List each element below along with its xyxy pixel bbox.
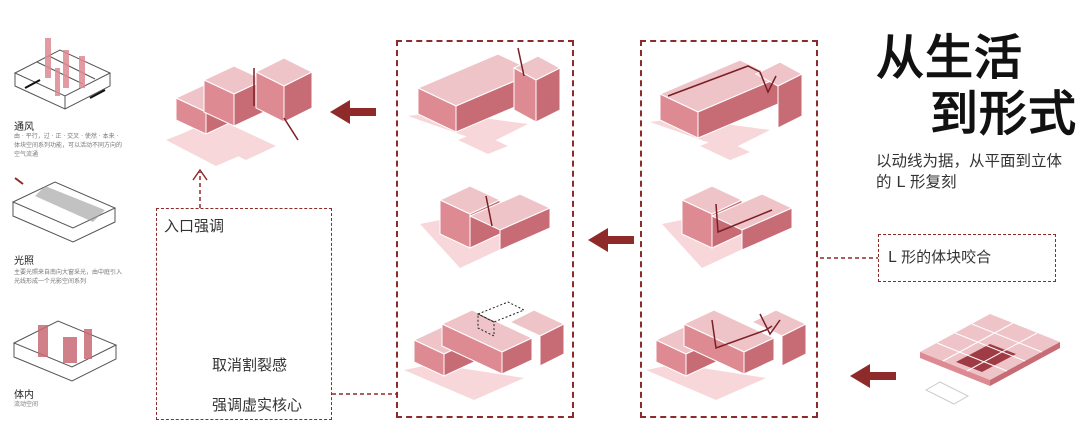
block-right-2 bbox=[662, 185, 794, 268]
sidebar-item-title: 光照 bbox=[14, 256, 34, 267]
title-line-1: 从生活 bbox=[876, 30, 1024, 86]
floor-grid bbox=[920, 314, 1060, 405]
sidebar-diagram-light bbox=[11, 177, 117, 243]
block-middle-3 bbox=[404, 301, 566, 400]
subtitle: 以动线为据，从平面到立体的 L 形复刻 bbox=[876, 152, 1063, 191]
sidebar-diagram-interior bbox=[12, 320, 118, 382]
sidebar-item-title: 通风 bbox=[14, 122, 34, 133]
block-right-3 bbox=[646, 309, 808, 400]
arrow-left-icon bbox=[850, 364, 896, 388]
sidebar-diagram-ventilation bbox=[13, 38, 112, 110]
arrows bbox=[330, 100, 896, 388]
block-middle-2 bbox=[420, 185, 552, 268]
block-right-1 bbox=[650, 59, 804, 160]
label-cancel-split: 取消割裂感 bbox=[212, 356, 288, 374]
block-final bbox=[166, 57, 314, 166]
column-box-right bbox=[640, 40, 818, 418]
sidebar-item-title: 体内 bbox=[14, 390, 34, 401]
sidebar: 通风 由 · 平行，过 · 正 · 交叉 · 使然 · 本来 · 体块空间系列功… bbox=[0, 0, 135, 434]
sidebar-item-text: 主要光照来自南向大窗采光，由中庭引入光线形成一个光影空间系列 bbox=[14, 269, 123, 285]
sidebar-item-text: 由 · 平行，过 · 正 · 交叉 · 使然 · 本来 · 体块空间系列功能，可… bbox=[14, 133, 123, 158]
title-line-2: 到形式 bbox=[930, 86, 1078, 142]
arrow-left-icon bbox=[588, 228, 634, 252]
label-emphasize-core: 强调虚实核心 bbox=[212, 396, 303, 414]
annotation-box-left bbox=[156, 208, 332, 420]
entrance-arrowhead bbox=[192, 168, 208, 181]
sidebar-item-text: 流动空间 bbox=[14, 401, 39, 408]
label-l-shape: L 形的体块咬合 bbox=[888, 248, 992, 266]
block-middle-1 bbox=[408, 47, 562, 154]
column-box-middle bbox=[396, 40, 574, 418]
annotation-box-l-shape bbox=[878, 234, 1056, 282]
arrow-left-icon bbox=[330, 100, 376, 124]
label-entrance: 入口强调 bbox=[164, 217, 225, 235]
